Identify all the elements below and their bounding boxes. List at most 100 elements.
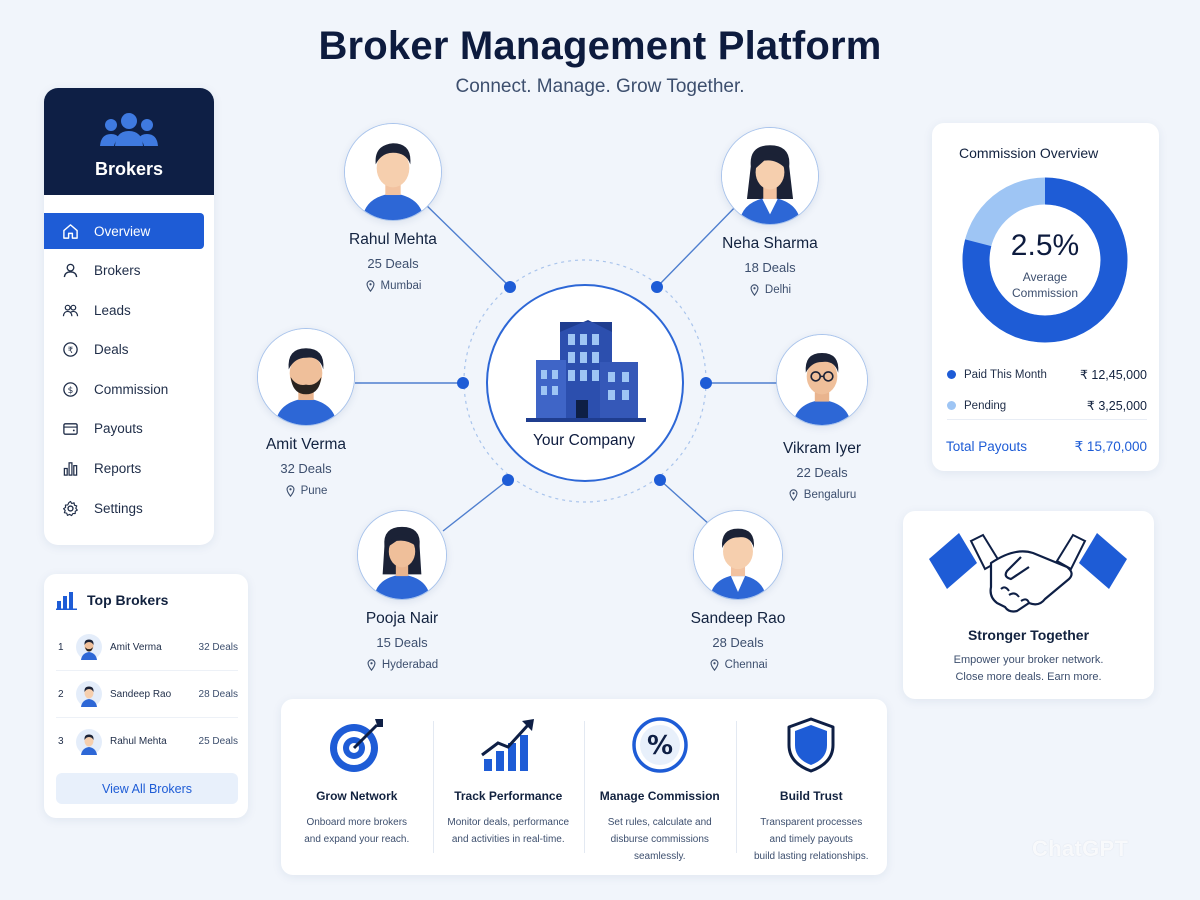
row-amount: ₹ 3,25,000 — [1086, 399, 1147, 413]
feature-desc-line: and activities in real-time. — [451, 834, 565, 845]
sidebar-item-payouts[interactable]: Payouts — [44, 411, 204, 447]
paid-this-month-row: Paid This Month ₹ 12,45,000 — [947, 367, 1147, 382]
average-commission-value: 2.5% — [1010, 229, 1080, 262]
list-item[interactable]: 3 Rahul Mehta 25 Deals — [56, 718, 238, 765]
broker-city: Chennai — [724, 659, 768, 671]
sidebar-item-brokers[interactable]: Brokers — [44, 253, 204, 289]
feature-desc-line: seamlessly. — [634, 851, 686, 862]
svg-text:₹: ₹ — [68, 346, 73, 356]
watermark: ChatGPT — [1032, 836, 1129, 861]
list-item[interactable]: 2 Sandeep Rao 28 Deals — [56, 671, 238, 718]
broker-deals: 15 Deals — [376, 635, 428, 650]
sidebar-header: Brokers — [44, 88, 214, 195]
broker-node-vikram-iyer[interactable]: Vikram Iyer 22 Deals Bengaluru — [732, 334, 912, 501]
sidebar-item-overview[interactable]: Overview — [44, 213, 204, 249]
deals-icon: ₹ — [63, 342, 78, 358]
location-pin-icon — [710, 659, 719, 671]
avatar — [721, 127, 819, 225]
sidebar-item-commission[interactable]: $ Commission — [44, 371, 204, 407]
pending-row: Pending ₹ 3,25,000 — [947, 398, 1147, 413]
legend-dot — [947, 401, 956, 410]
feature-grow-network: Grow Network Onboard more brokers and ex… — [281, 699, 433, 875]
broker-deals: 18 Deals — [744, 260, 796, 275]
sidebar-item-label: Overview — [94, 223, 151, 239]
shield-icon — [787, 717, 835, 773]
location-pin-icon — [367, 659, 376, 671]
avatar — [76, 728, 102, 755]
row-label: Pending — [964, 399, 1007, 412]
location-pin-icon — [750, 284, 759, 296]
rank: 1 — [58, 641, 64, 653]
avatar — [693, 510, 783, 600]
broker-node-pooja-nair[interactable]: Pooja Nair 15 Deals Hyderabad — [312, 510, 492, 671]
view-all-brokers-button[interactable]: View All Brokers — [56, 773, 238, 804]
broker-deals: 25 Deals — [198, 736, 238, 747]
location-pin-icon — [789, 489, 798, 501]
sidebar-item-label: Commission — [94, 381, 169, 397]
feature-desc-line: Set rules, calculate and — [607, 817, 712, 828]
svg-text:%: % — [647, 731, 673, 761]
avatar — [257, 328, 355, 426]
avatar — [357, 510, 447, 600]
leads-icon — [62, 304, 79, 316]
commission-overview-card: Commission Overview 2.5% Average Commiss… — [932, 123, 1159, 471]
total-payouts-row: Total Payouts ₹ 15,70,000 — [946, 439, 1147, 455]
user-icon — [63, 263, 78, 278]
donut-paid-arc — [962, 177, 1128, 343]
feature-desc-line: disburse commissions — [610, 834, 709, 845]
sidebar-item-settings[interactable]: Settings — [44, 490, 204, 526]
broker-node-neha-sharma[interactable]: Neha Sharma 18 Deals Delhi — [680, 127, 860, 296]
broker-deals: 22 Deals — [796, 465, 848, 480]
dollar-icon: $ — [63, 382, 78, 397]
building-icon — [526, 320, 646, 422]
feature-desc-line: Onboard more brokers — [306, 817, 408, 828]
rank: 3 — [58, 736, 64, 747]
page-subtitle: Connect. Manage. Grow Together. — [455, 76, 745, 97]
row-label: Paid This Month — [964, 368, 1047, 381]
broker-city: Bengaluru — [803, 489, 857, 501]
list-item[interactable]: 1 Amit Verma 32 Deals — [56, 624, 238, 671]
row-amount: ₹ 12,45,000 — [1079, 368, 1147, 382]
broker-node-amit-verma[interactable]: Amit Verma 32 Deals Pune — [216, 328, 396, 497]
broker-name: Amit Verma — [265, 436, 347, 453]
top-brokers-card: Top Brokers 1 Amit Verma 32 Deals 2 Sand… — [44, 574, 248, 818]
target-icon — [329, 719, 383, 772]
feature-build-trust: Build Trust Transparent processes and ti… — [735, 699, 888, 875]
total-label: Total Payouts — [946, 439, 1028, 454]
stronger-together-card: Stronger Together Empower your broker ne… — [903, 511, 1154, 699]
feature-title: Grow Network — [316, 789, 398, 803]
sidebar-item-reports[interactable]: Reports — [44, 451, 204, 487]
svg-text:$: $ — [68, 386, 74, 396]
feature-manage-commission: % Manage Commission Set rules, calculate… — [584, 699, 736, 875]
bar-chart-icon — [56, 592, 77, 610]
sidebar-item-label: Deals — [94, 342, 129, 358]
avatar — [76, 634, 102, 660]
broker-node-sandeep-rao[interactable]: Sandeep Rao 28 Deals Chennai — [648, 510, 828, 671]
reports-icon — [63, 462, 78, 476]
broker-deals: 32 Deals — [198, 641, 238, 653]
sidebar-item-label: Leads — [94, 302, 131, 318]
page-title: Broker Management Platform — [318, 24, 882, 68]
broker-name: Rahul Mehta — [349, 231, 437, 248]
sidebar-item-label: Payouts — [94, 421, 143, 437]
company-label: Your Company — [533, 432, 635, 449]
broker-city: Delhi — [764, 284, 792, 296]
users-group-icon — [100, 113, 158, 146]
sidebar: Brokers Overview Brokers Leads ₹ Deals $… — [44, 88, 214, 545]
sidebar-nav: Overview Brokers Leads ₹ Deals $ Commiss… — [44, 195, 214, 526]
sidebar-title: Brokers — [94, 159, 164, 179]
sidebar-item-leads[interactable]: Leads — [44, 292, 204, 328]
broker-name: Vikram Iyer — [782, 440, 862, 457]
broker-name: Neha Sharma — [722, 235, 818, 252]
top-brokers-title: Top Brokers — [87, 592, 169, 608]
location-pin-icon — [286, 485, 295, 497]
broker-node-rahul-mehta[interactable]: Rahul Mehta 25 Deals Mumbai — [303, 123, 483, 292]
broker-name: Amit Verma — [110, 641, 162, 653]
feature-desc-line: and timely payouts — [769, 834, 853, 845]
sidebar-item-deals[interactable]: ₹ Deals — [44, 332, 204, 368]
broker-deals: 28 Deals — [198, 688, 238, 700]
feature-desc-line: Transparent processes — [760, 817, 863, 828]
feature-desc-line: and expand your reach. — [304, 834, 410, 845]
location-pin-icon — [366, 280, 375, 292]
